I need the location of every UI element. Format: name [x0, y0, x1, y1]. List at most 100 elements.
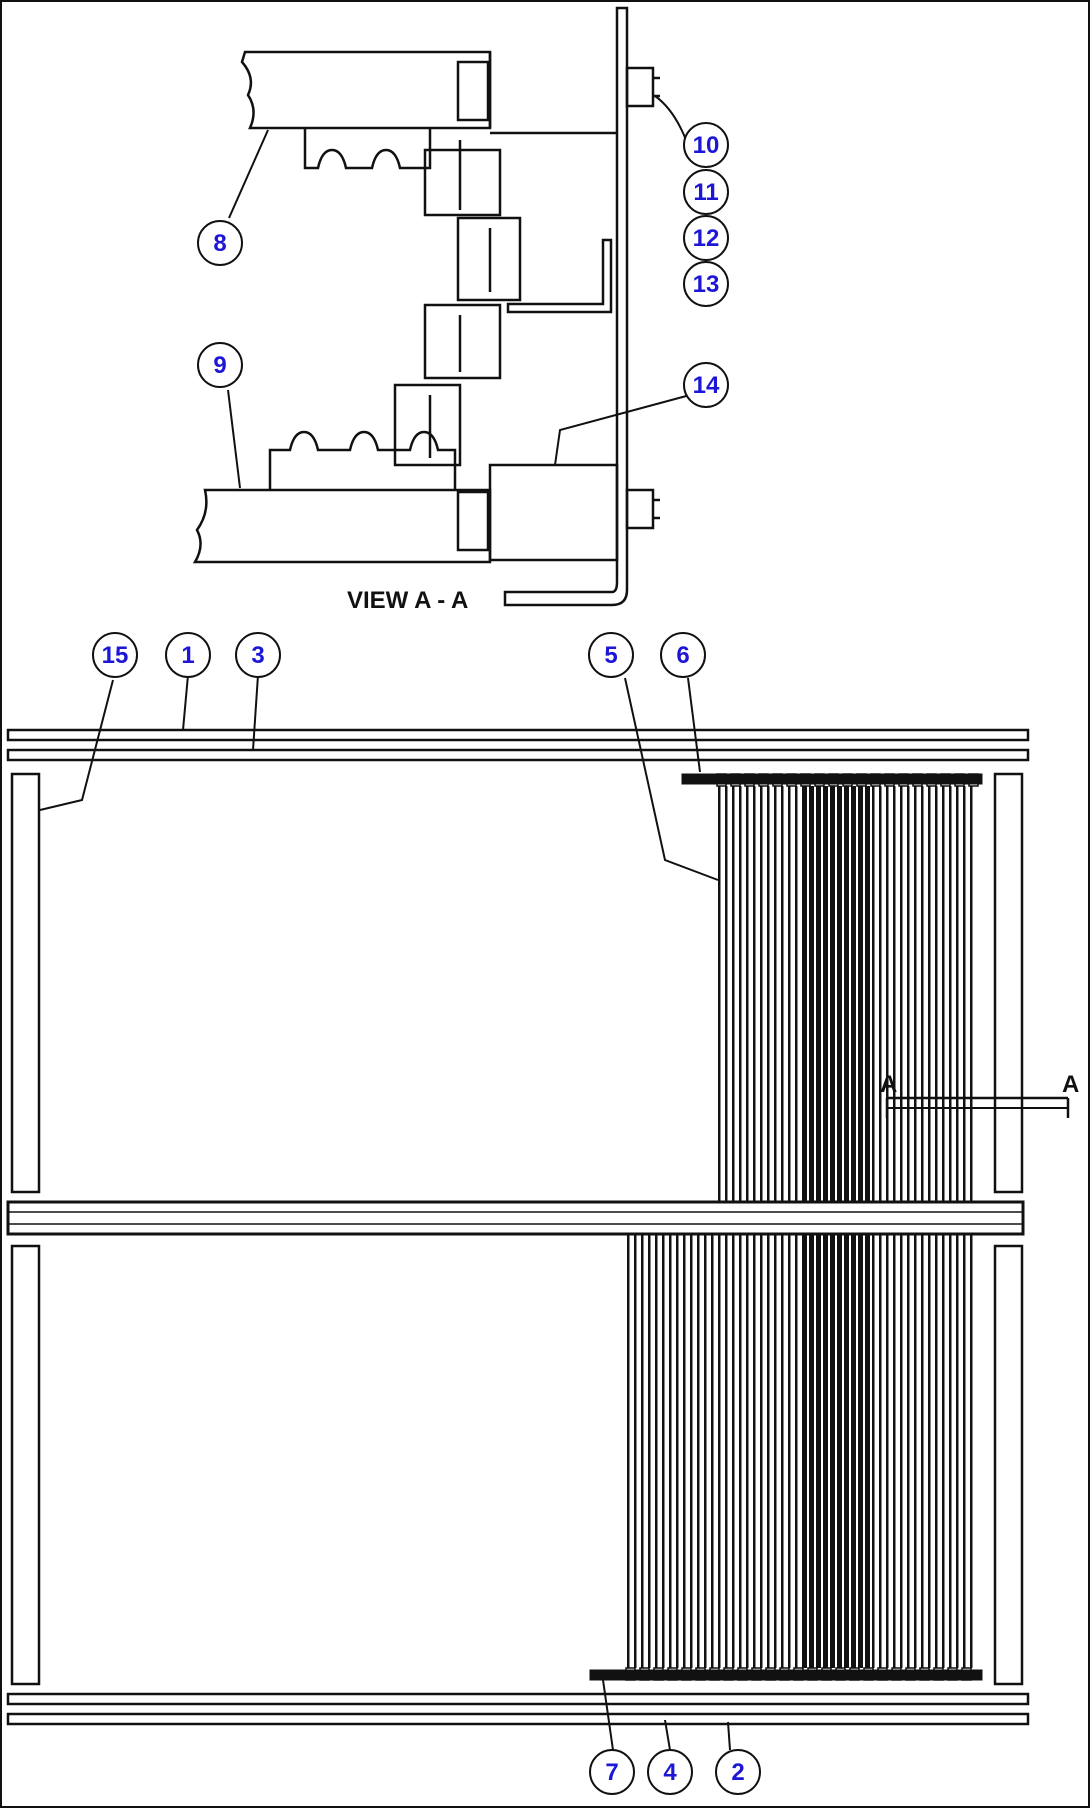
upper-tie-bar: [681, 773, 983, 785]
upper-slat: [816, 786, 821, 1202]
upper-slat: [928, 786, 931, 1202]
callout-15: 15: [92, 632, 138, 678]
lower-tab: [723, 1667, 734, 1681]
upper-slat-stack: [716, 773, 979, 1202]
callout-label: 7: [605, 1759, 618, 1786]
upper-slat: [739, 786, 742, 1202]
lower-tab: [793, 1667, 804, 1681]
lower-slat: [788, 1234, 791, 1668]
upper-slat: [809, 786, 814, 1202]
lower-slat: [648, 1234, 651, 1668]
lower-slat: [802, 1234, 807, 1668]
section-mark-right: A: [1062, 1071, 1079, 1098]
leader-6: [687, 677, 701, 773]
lower-slat: [865, 1234, 870, 1668]
leader-2: [727, 1721, 731, 1751]
lower-tab: [821, 1667, 832, 1681]
leader-7: [602, 1679, 614, 1751]
inner-angle-bracket: [506, 238, 613, 314]
upper-tab: [842, 773, 853, 787]
upper-slat: [760, 786, 763, 1202]
bracket-step-2: [456, 216, 522, 302]
lower-tab: [877, 1667, 888, 1681]
lower-tab: [737, 1667, 748, 1681]
upper-tab: [884, 773, 895, 787]
leader-lines: [39, 95, 1070, 1751]
upper-slat: [858, 786, 863, 1202]
top-rail-inner: [6, 748, 1030, 762]
upper-tab: [758, 773, 769, 787]
upper-tab: [800, 773, 811, 787]
upper-tab: [926, 773, 937, 787]
callout-circle: [197, 342, 243, 388]
upper-tab: [898, 773, 909, 787]
lower-slat: [837, 1234, 842, 1668]
lower-slat: [809, 1234, 814, 1668]
leader-10: [654, 95, 689, 146]
lower-slat: [858, 1234, 863, 1668]
callout-circle: [683, 261, 729, 307]
upper-slat: [963, 786, 966, 1202]
bracket-step-1: [423, 148, 502, 217]
lower-slat: [893, 1234, 896, 1668]
upper-slat: [830, 786, 835, 1202]
callout-label: 14: [693, 372, 720, 399]
leader-1: [182, 674, 189, 731]
upper-slat: [844, 786, 849, 1202]
callout-1: 1: [165, 632, 211, 678]
lower-tab: [933, 1667, 944, 1681]
callout-label: 2: [731, 1759, 744, 1786]
lower-slat: [739, 1234, 742, 1668]
leader-15: [39, 679, 114, 811]
callout-circle: [647, 1749, 693, 1795]
lower-slat: [669, 1234, 672, 1668]
lower-slat: [627, 1234, 630, 1668]
lower-slat: [928, 1234, 931, 1668]
upper-slat: [865, 786, 870, 1202]
callout-circle: [715, 1749, 761, 1795]
callout-label: 5: [604, 642, 617, 669]
upper-slat: [753, 786, 756, 1202]
lower-slat: [767, 1234, 770, 1668]
lower-slat: [949, 1234, 952, 1668]
upper-slat: [935, 786, 938, 1202]
upper-slat: [907, 786, 910, 1202]
upper-slat: [823, 786, 828, 1202]
callout-circle: [165, 632, 211, 678]
spacer-block: [488, 463, 619, 562]
callout-12: 12: [683, 215, 729, 261]
lower-slat: [711, 1234, 714, 1668]
bracket-step-3: [423, 303, 502, 380]
callout-6: 6: [660, 632, 706, 678]
left-end-frame-lower: [10, 1244, 41, 1686]
callout-label: 10: [693, 132, 720, 159]
leader-8: [228, 129, 269, 219]
lower-slat: [746, 1234, 749, 1668]
right-end-frame-lower: [993, 1244, 1024, 1686]
lower-tab: [919, 1667, 930, 1681]
upper-slat: [942, 786, 945, 1202]
lower-tab: [905, 1667, 916, 1681]
lower-tab: [681, 1667, 692, 1681]
view-title: VIEW A - A: [347, 587, 468, 614]
main-assembly: [6, 728, 1030, 1726]
lower-slat: [900, 1234, 903, 1668]
lower-tab: [751, 1667, 762, 1681]
callout-circle: [683, 169, 729, 215]
lower-slat: [907, 1234, 910, 1668]
leader-4: [664, 1719, 671, 1751]
upper-slat: [851, 786, 856, 1202]
lower-slat: [634, 1234, 637, 1668]
upper-slat: [781, 786, 784, 1202]
lower-tab: [891, 1667, 902, 1681]
lower-slat: [830, 1234, 835, 1668]
upper-tab: [716, 773, 727, 787]
lower-slat: [704, 1234, 707, 1668]
lower-slat: [690, 1234, 693, 1668]
lower-clamp-teeth: [268, 430, 457, 490]
bracket-step-4: [393, 383, 462, 467]
callout-circle: [588, 632, 634, 678]
